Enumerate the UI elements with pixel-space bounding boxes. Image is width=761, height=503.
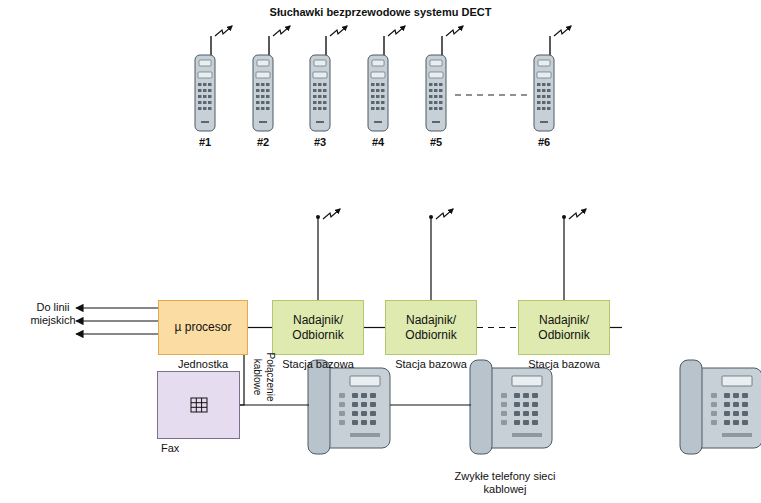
cordless-handset	[195, 26, 232, 131]
handset-number: #6	[538, 136, 550, 149]
box-label: Nadajnik/ Odbiornik	[519, 313, 609, 343]
continuation-dashes	[455, 94, 527, 95]
title: Słuchawki bezprzewodowe systemu DECT	[0, 6, 761, 18]
cordless-handset	[253, 26, 290, 131]
desk-phone	[470, 360, 552, 454]
handset-number: #5	[430, 136, 442, 149]
transceiver-box: Nadajnik/ OdbiornikStacja bazowa	[385, 300, 477, 355]
box-label: Nadajnik/ Odbiornik	[386, 313, 476, 343]
processor-box: µ procesorJednostka centralna	[158, 300, 248, 355]
desk-phone	[308, 360, 390, 454]
cable-wire	[240, 404, 309, 405]
connector	[248, 327, 272, 328]
handset-number: #4	[372, 136, 384, 149]
radio-symbol	[215, 26, 232, 36]
radio-symbol	[436, 209, 453, 219]
bus-wire	[610, 327, 622, 328]
antenna	[429, 209, 453, 300]
box-caption: Stacja bazowa	[386, 358, 476, 371]
box-label: Nadajnik/ Odbiornik	[273, 313, 363, 343]
city-line-arrow	[76, 320, 158, 321]
connector	[364, 327, 385, 328]
box-label: µ procesor	[175, 320, 232, 335]
city-line-arrow	[76, 333, 158, 334]
cable-label: Połączenie kablowe	[251, 346, 277, 408]
box-caption: Stacja bazowa	[273, 358, 363, 371]
transceiver-box: Nadajnik/ OdbiornikStacja bazowa	[272, 300, 364, 355]
cordless-handset	[310, 26, 347, 131]
connector	[477, 327, 518, 328]
fax-box: Fax	[157, 371, 240, 439]
antenna	[316, 209, 340, 300]
line-label: Do linii miejskich	[22, 301, 84, 327]
phones-label: Zwykłe telefony sieci kablowej	[450, 470, 560, 496]
desk-phone	[680, 360, 761, 454]
radio-symbol	[323, 209, 340, 219]
transceiver-box: Nadajnik/ OdbiornikStacja bazowa	[518, 300, 610, 355]
radio-symbol	[330, 26, 347, 36]
radio-symbol	[273, 26, 290, 36]
radio-symbol	[554, 26, 571, 36]
box-caption: Fax	[158, 442, 242, 455]
handset-number: #2	[257, 136, 269, 149]
box-caption: Stacja bazowa	[519, 358, 609, 371]
cordless-handset	[534, 26, 571, 131]
radio-symbol	[388, 26, 405, 36]
handset-number: #1	[199, 136, 211, 149]
radio-symbol	[446, 26, 463, 36]
handset-number: #3	[314, 136, 326, 149]
cable-wire	[390, 404, 471, 405]
cordless-handset	[368, 26, 405, 131]
connector	[240, 355, 244, 405]
fax-keypad-icon	[190, 397, 208, 413]
city-line-arrow	[76, 307, 158, 308]
cordless-handset	[426, 26, 463, 131]
antenna	[562, 209, 586, 300]
radio-symbol	[569, 209, 586, 219]
